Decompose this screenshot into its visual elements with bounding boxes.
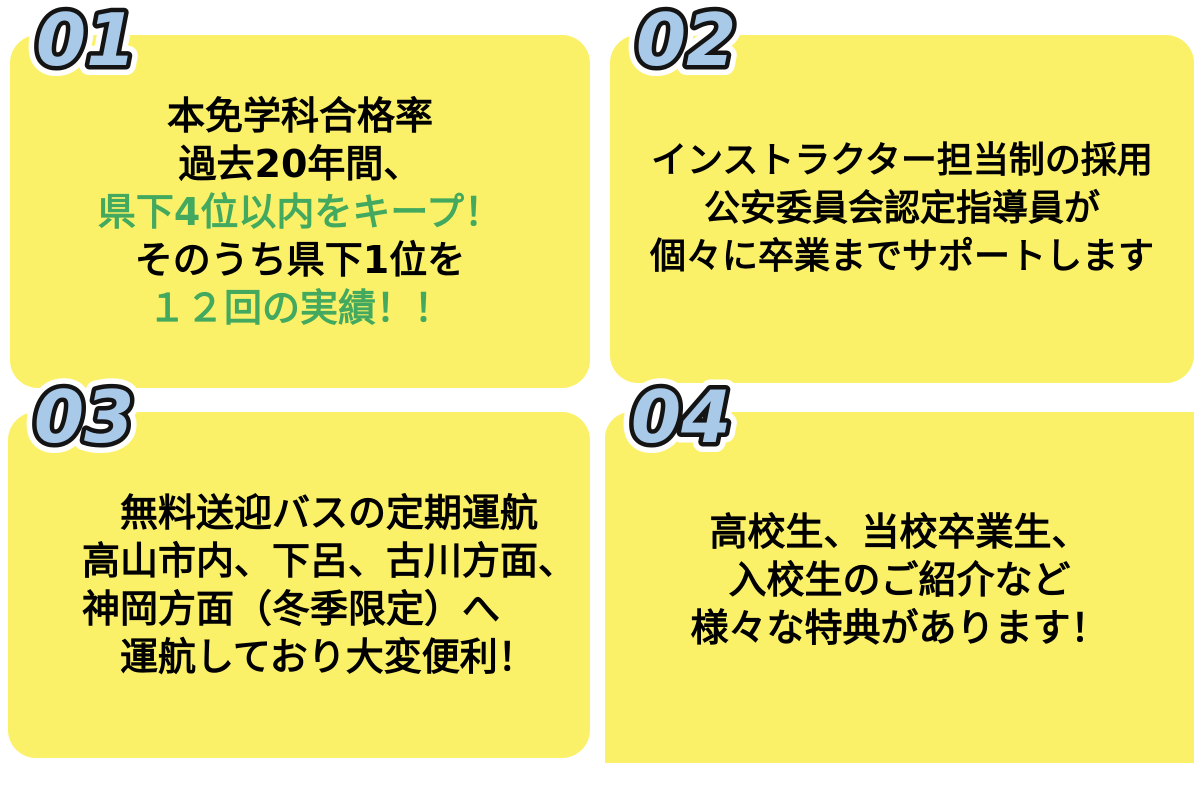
text-line: 本免学科合格率 [166, 93, 433, 138]
text-line: 高校生、当校卒業生、 [709, 509, 1090, 554]
text-line: 過去20年間、 [178, 141, 422, 186]
feature-card-01: 01 01 01 本免学科合格率 過去20年間、 県下4位以内をキープ！ そのう… [10, 0, 590, 388]
text-line: 神岡方面（冬季限定）へ [82, 587, 501, 631]
feature-card-03: 03 03 03 無料送迎バスの定期運航 高山市内、下呂、古川方面、 神岡方面（… [8, 365, 590, 758]
text-line: そのうち県下1位を [134, 237, 466, 282]
text-line: 無料送迎バスの定期運航 [82, 491, 539, 535]
text-line: 入校生のご紹介など [728, 557, 1071, 602]
card-03-text: 無料送迎バスの定期運航 高山市内、下呂、古川方面、 神岡方面（冬季限定）へ 運航… [8, 412, 590, 758]
feature-card-02: 02 02 02 インストラクター担当制の採用 公安委員会認定指導員が 個々に卒… [610, 0, 1194, 383]
card-01-text: 本免学科合格率 過去20年間、 県下4位以内をキープ！ そのうち県下1位を １２… [10, 35, 590, 388]
card-04-text: 高校生、当校卒業生、 入校生のご紹介など 様々な特典があります！ [605, 412, 1194, 763]
card-02-text: インストラクター担当制の採用 公安委員会認定指導員が 個々に卒業までサポートしま… [610, 35, 1194, 383]
text-line: インストラクター担当制の採用 [651, 140, 1153, 181]
text-line: 高山市内、下呂、古川方面、 [82, 539, 577, 583]
text-line: 公安委員会認定指導員が [703, 188, 1100, 229]
text-line: 運航しており大変便利！ [82, 635, 536, 679]
text-line-highlight: 県下4位以内をキープ！ [97, 189, 503, 234]
text-line-highlight: １２回の実績！！ [147, 285, 452, 330]
text-line: 様々な特典があります！ [690, 605, 1109, 650]
feature-card-04: 04 04 04 高校生、当校卒業生、 入校生のご紹介など 様々な特典があります… [605, 365, 1194, 763]
text-line: 個々に卒業までサポートします [649, 236, 1154, 277]
